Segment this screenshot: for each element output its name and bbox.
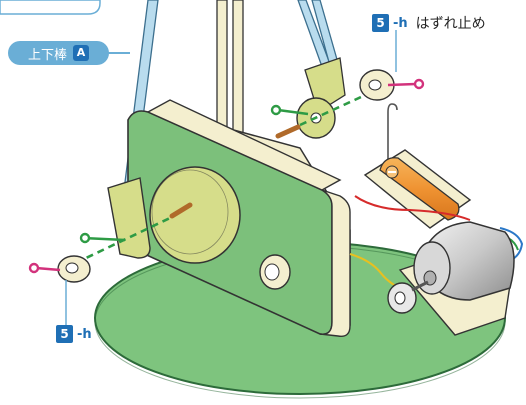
- axle-left-end: [79, 232, 91, 244]
- panel-edge: [319, 189, 351, 337]
- axle-upper: [299, 90, 373, 127]
- stopper-bottom-suffix: -h: [77, 326, 92, 342]
- axle-upper-guide: [277, 108, 309, 116]
- stopper-bottom-label: 5 -h: [56, 325, 92, 343]
- pin-top-line: [387, 82, 417, 87]
- wire-red: [354, 195, 471, 221]
- stopper-top-suffix: -h: [393, 15, 408, 31]
- stopper-top-badge: 5: [372, 14, 389, 32]
- hook-wire: [387, 103, 398, 168]
- stopper-bottom-hole: [65, 262, 79, 274]
- upper-rod-badge: A: [73, 45, 89, 61]
- motor-shaft: [411, 280, 429, 292]
- upper-rod-leader: [108, 52, 130, 54]
- stopper-bottom-badge: 5: [56, 325, 73, 343]
- axle-left: [64, 216, 171, 270]
- gear-axle-peg: [169, 202, 193, 219]
- battery: [379, 157, 460, 221]
- stopper-top-label: 5 -h はずれ止め: [372, 13, 486, 33]
- pin-bottom-line: [35, 266, 61, 272]
- motor-pulley-hub: [394, 291, 406, 305]
- upper-axle-peg: [275, 124, 301, 139]
- upper-rod-label: 上下棒 A: [8, 41, 109, 65]
- motor-face: [413, 241, 451, 295]
- panel-top-edge: [146, 99, 342, 191]
- pin-bottom-end: [28, 262, 40, 274]
- small-pulley-hub: [264, 263, 280, 281]
- crank-arm-left: [107, 177, 151, 259]
- pin-top-end: [413, 78, 425, 90]
- axle-upper-end: [270, 104, 282, 116]
- stopper-top-text: はずれ止め: [415, 16, 486, 32]
- large-gear-inner: [151, 169, 229, 255]
- upper-rod-label-text: 上下棒: [27, 47, 67, 63]
- callout-box-top: [0, 0, 101, 15]
- stopper-top-hole: [368, 79, 382, 91]
- center-post-2: [232, 0, 244, 151]
- large-gear: [149, 166, 241, 264]
